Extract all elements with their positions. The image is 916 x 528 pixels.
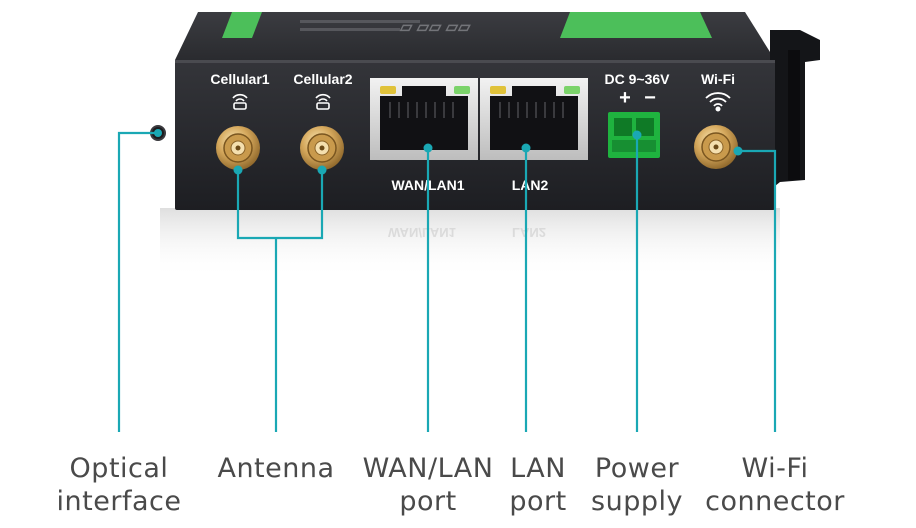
wifi-connector[interactable]: [694, 125, 738, 169]
wifi-label: Wi-Fi: [701, 71, 735, 87]
cellular2-label: Cellular2: [293, 71, 352, 87]
power-minus-label: −: [644, 87, 656, 109]
power-plus-label: +: [619, 87, 631, 109]
caption-lan-port: LAN port: [509, 452, 566, 518]
caption-line: WAN/LAN: [362, 453, 494, 484]
brand-logo-mirrored: ▱ ▱▱ ▱▱: [399, 19, 471, 36]
lan2-label: LAN2: [512, 177, 549, 193]
leader-dots: [154, 129, 743, 175]
cellular1-label: Cellular1: [210, 71, 269, 87]
reflection-lan-label: LAN2: [512, 225, 546, 240]
caption-antenna: Antenna: [217, 452, 334, 485]
leader-wifi: [738, 149, 777, 432]
leader-lines: [117, 131, 777, 432]
brand-stripe-left: [222, 12, 262, 38]
caption-line: Optical: [69, 453, 169, 484]
caption-wan-lan-port: WAN/LAN port: [363, 452, 494, 518]
leader-antenna: [236, 170, 324, 432]
power-rating-label: DC 9~36V: [605, 71, 671, 87]
device-reflection: [160, 208, 780, 278]
cellular1-connector[interactable]: [216, 126, 260, 170]
reflection-wan-label: WAN/LAN1: [388, 225, 456, 240]
caption-line: LAN: [510, 453, 566, 484]
caption-optical-interface: Optical interface: [57, 452, 182, 518]
caption-line: interface: [56, 486, 182, 517]
wifi-icon: [705, 92, 731, 112]
caption-line: Power: [594, 453, 680, 484]
caption-line: port: [509, 486, 567, 517]
caption-power-supply: Power supply: [591, 452, 683, 518]
cellular-antenna-icon: [232, 93, 248, 110]
caption-line: port: [399, 486, 457, 517]
caption-wifi-connector: Wi-Fi connector: [705, 452, 845, 518]
cellular2-connector[interactable]: [300, 126, 344, 170]
caption-line: connector: [705, 486, 845, 517]
caption-line: Wi-Fi: [741, 453, 809, 484]
caption-line: Antenna: [217, 453, 335, 484]
caption-line: supply: [591, 486, 683, 517]
brand-stripe-right: [560, 12, 712, 38]
lan2-port[interactable]: [480, 78, 588, 160]
cellular-antenna-icon: [315, 93, 331, 110]
leader-optical: [117, 131, 158, 432]
